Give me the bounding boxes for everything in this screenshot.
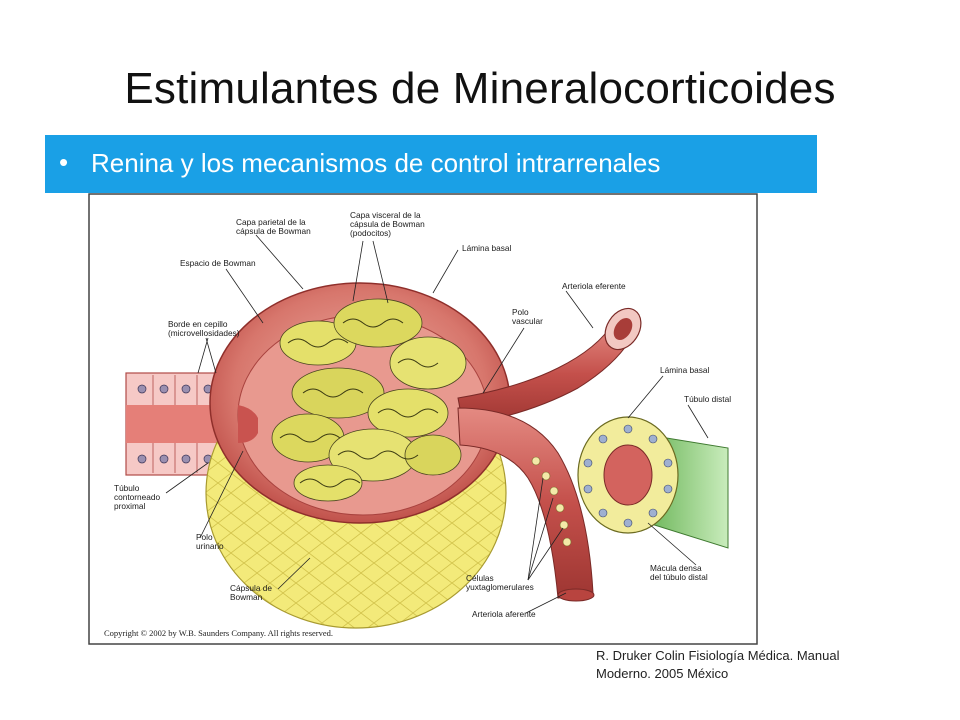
- leader-lines: [165, 234, 709, 614]
- label-borde-cepillo-2: (microvellosidades): [168, 328, 240, 338]
- label-arteriola-aferente: Arteriola aferente: [472, 609, 536, 619]
- glomerulus-illustration: Capa parietal de la cápsula de Bowman Ca…: [88, 193, 758, 645]
- glomerulus-figure: Capa parietal de la cápsula de Bowman Ca…: [88, 193, 758, 645]
- label-tubulo-proximal: Túbulo: [114, 483, 140, 493]
- label-lamina-basal-top: Lámina basal: [462, 243, 512, 253]
- label-celulas: Células: [466, 573, 494, 583]
- distal-tubule: [577, 416, 729, 549]
- label-tubulo-proximal-3: proximal: [114, 501, 146, 511]
- bullet-text: Renina y los mecanismos de control intra…: [91, 148, 661, 178]
- bullet-point-icon: •: [59, 147, 69, 177]
- label-celulas-2: yuxtaglomerulares: [466, 582, 534, 592]
- label-macula-densa-2: del túbulo distal: [650, 572, 708, 582]
- label-capsula-bowman: Cápsula de: [230, 583, 272, 593]
- afferent-arteriole: [457, 407, 595, 602]
- glomerular-tuft: [271, 298, 467, 502]
- label-lamina-basal-right: Lámina basal: [660, 365, 710, 375]
- label-capa-visceral-3: (podocitos): [350, 228, 391, 238]
- citation: R. Druker Colin Fisiología Médica. Manua…: [596, 647, 926, 683]
- figure-labels: Capa parietal de la cápsula de Bowman Ca…: [114, 210, 731, 619]
- label-espacio-bowman: Espacio de Bowman: [180, 258, 256, 268]
- label-polo-vascular-2: vascular: [512, 316, 543, 326]
- label-tubulo-proximal-2: contorneado: [114, 492, 161, 502]
- figure-copyright: Copyright © 2002 by W.B. Saunders Compan…: [104, 628, 333, 638]
- label-capsula-bowman-2: Bowman: [230, 592, 263, 602]
- label-capa-visceral: Capa visceral de la: [350, 210, 421, 220]
- label-polo-urinario: Polo: [196, 532, 213, 542]
- label-capa-parietal-2: cápsula de Bowman: [236, 226, 311, 236]
- efferent-arteriole: [457, 307, 642, 426]
- label-arteriola-eferente: Arteriola eferente: [562, 281, 626, 291]
- citation-line-1: R. Druker Colin Fisiología Médica. Manua…: [596, 648, 840, 663]
- podocyte-processes: [279, 318, 439, 488]
- bullet-banner: • Renina y los mecanismos de control int…: [45, 135, 817, 193]
- label-borde-cepillo: Borde en cepillo: [168, 319, 228, 329]
- label-capa-visceral-2: cápsula de Bowman: [350, 219, 425, 229]
- label-polo-vascular: Polo: [512, 307, 529, 317]
- citation-line-2: Moderno. 2005 México: [596, 666, 729, 681]
- urinary-pole-neck: [238, 405, 258, 443]
- label-macula-densa: Mácula densa: [650, 563, 702, 573]
- label-tubulo-distal: Túbulo distal: [684, 394, 731, 404]
- slide-title: Estimulantes de Mineralocorticoides: [124, 64, 836, 113]
- label-polo-urinario-2: urinario: [196, 541, 224, 551]
- label-capa-parietal: Capa parietal de la: [236, 217, 306, 227]
